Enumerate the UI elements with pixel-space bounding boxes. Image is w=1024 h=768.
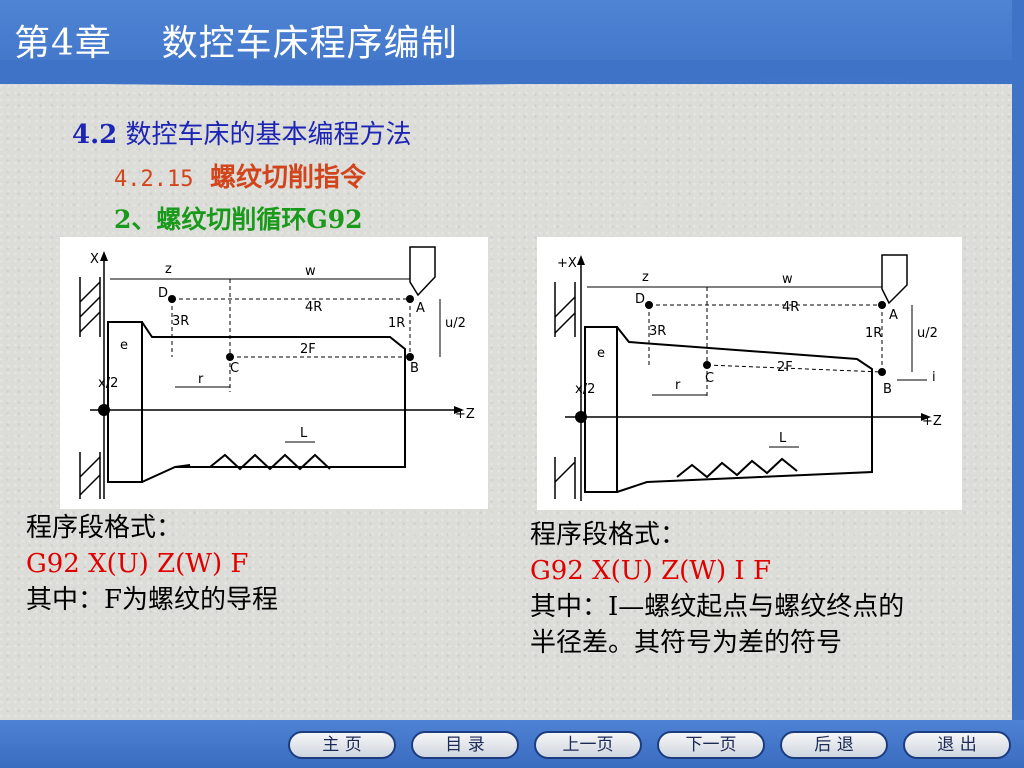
section-title: 数控车床的基本编程方法 [125,120,412,150]
thread-cycle-diagram-straight: X +Z z w D A B C 3R 4R 1R 2F u/2 e x/2 r… [60,237,488,509]
label-u2: u/2 [917,326,938,341]
point-c: C [230,361,239,376]
prev-page-button[interactable]: 上一页 [534,731,642,759]
label-4r: 4R [305,300,322,315]
label-x2: x/2 [575,382,595,397]
label-2f: 2F [300,342,316,357]
slide-title: 第4章 数控车床程序编制 [14,23,458,64]
item-heading: 2、螺纹切削循环G92 [114,205,363,234]
label-4r: 4R [782,300,799,315]
x-axis-label: X [90,252,99,267]
z-axis-label: +Z [455,407,475,422]
point-c: C [705,371,714,386]
format-note-line2: 半径差。其符号为差的符号 [530,628,843,658]
z-axis-label: +Z [922,414,942,429]
right-format-block: 程序段格式： G92 X(U) Z(W) I F 其中：I—螺纹起点与螺纹终点的… [530,517,904,661]
w-dim-label: w [782,272,793,287]
label-e: e [120,338,128,353]
label-x2: x/2 [98,376,118,391]
z-dim-label: z [642,270,649,285]
thread-cycle-diagram-taper: +X +Z z w D A B C 3R 4R 1R 2F u/2 i e x/… [537,237,962,510]
point-b: B [883,382,892,397]
label-l: L [779,431,787,446]
home-button[interactable]: 主 页 [288,731,396,759]
label-u2: u/2 [445,316,466,331]
right-border-bar [1012,0,1024,768]
subsection-heading: 4.2.15 螺纹切削指令 [114,157,366,194]
subsection-title: 螺纹切削指令 [210,163,367,193]
label-e: e [597,346,605,361]
label-1r: 1R [388,316,405,331]
format-code: G92 X(U) Z(W) F [26,549,249,579]
label-2f: 2F [777,360,793,375]
label-i: i [932,370,936,385]
header-curve [0,60,1024,86]
point-d: D [158,286,168,301]
exit-button[interactable]: 退 出 [903,731,1011,759]
label-3r: 3R [172,314,189,329]
point-a: A [416,301,425,316]
format-note: 其中：F为螺纹的导程 [26,585,279,615]
label-r: r [675,378,681,393]
w-dim-label: w [305,264,316,279]
section-heading: 4.2 数控车床的基本编程方法 [72,114,412,151]
toc-button[interactable]: 目 录 [411,731,519,759]
format-note-line1: 其中：I—螺纹起点与螺纹终点的 [530,592,905,622]
label-3r: 3R [649,324,666,339]
x-axis-label: +X [557,256,577,271]
subsection-number: 4.2.15 [114,167,194,192]
point-b: B [410,361,419,376]
section-number: 4.2 [72,120,118,150]
format-label: 程序段格式： [26,513,183,543]
format-label: 程序段格式： [530,520,687,550]
format-code: G92 X(U) Z(W) I F [530,556,772,586]
next-page-button[interactable]: 下一页 [657,731,765,759]
z-dim-label: z [165,262,172,277]
label-r: r [198,372,204,387]
label-l: L [300,426,308,441]
back-button[interactable]: 后 退 [780,731,888,759]
point-a: A [889,308,898,323]
left-format-block: 程序段格式： G92 X(U) Z(W) F 其中：F为螺纹的导程 [26,510,278,618]
point-d: D [635,292,645,307]
label-1r: 1R [865,326,882,341]
